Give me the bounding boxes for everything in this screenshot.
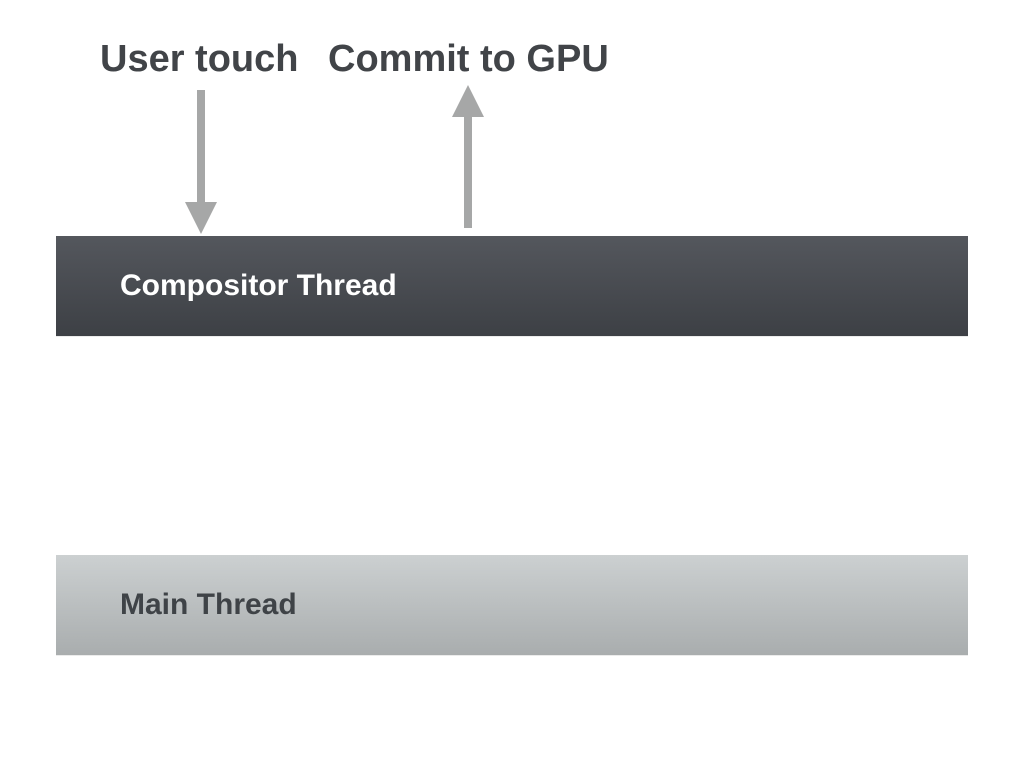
up-arrow-head: [452, 85, 484, 117]
user-touch-down-arrow-icon: [185, 90, 217, 234]
compositor-thread-lane: Compositor Thread: [56, 236, 968, 336]
down-arrow-head: [185, 202, 217, 234]
compositor-thread-lane-label: Compositor Thread: [120, 269, 397, 302]
user-touch-label: User touch: [100, 38, 299, 80]
main-thread-lane: Main Thread: [56, 555, 968, 655]
commit-to-gpu-label: Commit to GPU: [328, 38, 609, 80]
down-arrow-shaft: [197, 90, 205, 202]
up-arrow-shaft: [464, 117, 472, 228]
commit-to-gpu-up-arrow-icon: [452, 85, 484, 228]
main-thread-lane-label: Main Thread: [120, 588, 297, 621]
